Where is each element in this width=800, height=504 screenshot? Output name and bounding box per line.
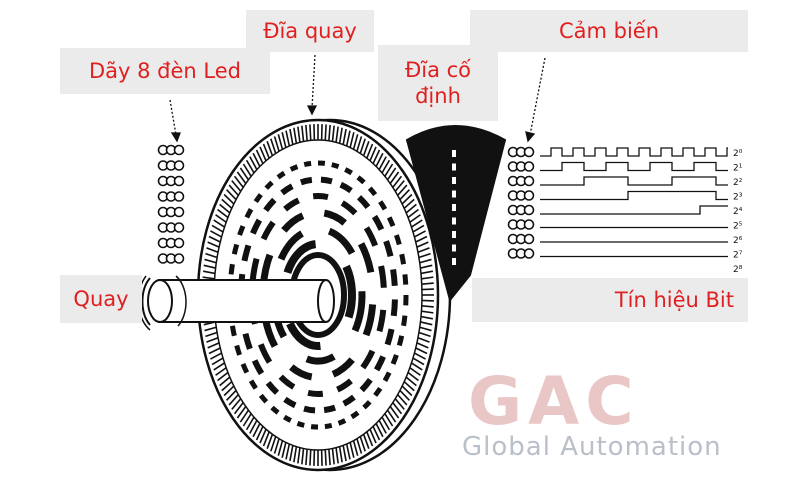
label-led-row: Dãy 8 đèn Led: [60, 48, 270, 94]
led: [159, 192, 184, 201]
led: [159, 208, 184, 217]
bit-labels: 2⁰ 2¹ 2² 2³ 2⁴ 2⁵ 2⁶ 2⁷ 2⁸: [733, 149, 743, 275]
photo-sensor: [509, 162, 534, 171]
code-track-segment: [304, 163, 311, 164]
sensor-column: [509, 148, 534, 259]
label-rotating-disc: Đĩa quay: [246, 10, 374, 52]
code-track-segment: [232, 326, 234, 336]
code-track-segment: [297, 423, 304, 425]
code-track-segment: [240, 226, 243, 235]
code-track-segment: [388, 329, 392, 344]
gac-logo-text: GAC: [468, 372, 640, 432]
code-track-segment: [234, 244, 236, 254]
disc-tick: [325, 450, 326, 466]
code-track-segment: [396, 235, 399, 244]
bit-label: 2³: [733, 193, 743, 203]
fixed-slot: [452, 177, 456, 184]
code-track-segment: [345, 169, 351, 173]
bit-label: 2⁵: [733, 222, 743, 232]
code-track-segment: [332, 165, 339, 167]
code-track-segment: [244, 245, 248, 260]
led-column: [159, 146, 184, 264]
photo-sensor: [509, 220, 534, 229]
code-track-segment: [381, 266, 384, 288]
led: [159, 254, 184, 263]
photo-sensor: [509, 235, 534, 244]
code-track-segment: [253, 259, 257, 280]
led: [159, 239, 184, 248]
disc-tick: [325, 124, 326, 140]
code-track-segment: [404, 316, 405, 326]
watermark-name: Global Automation: [462, 432, 722, 462]
photo-sensor: [509, 177, 534, 186]
code-track-segment: [308, 393, 323, 394]
label-fixed-disc-line1: Đĩa cố: [405, 57, 471, 83]
disc-tick: [422, 306, 434, 307]
code-track-segment: [379, 310, 383, 331]
code-track-segment: [405, 274, 406, 284]
gac-watermark-logo: GAC: [468, 372, 728, 432]
bit-label: 2²: [733, 178, 743, 188]
bit-signal-waveforms: [540, 148, 728, 257]
label-rotate: Quay: [60, 275, 142, 323]
bit-waveform: [540, 192, 728, 200]
code-track-segment: [284, 417, 290, 421]
led: [159, 223, 184, 232]
label-fixed-disc-line2: định: [415, 83, 461, 109]
bit-waveform: [540, 177, 728, 185]
disc-tick: [310, 124, 311, 140]
led: [159, 177, 184, 186]
bit-label: 2¹: [733, 164, 743, 174]
code-track-segment: [231, 264, 232, 274]
photo-sensor: [509, 148, 534, 157]
bit-label: 2⁴: [733, 207, 743, 217]
bit-waveform: [540, 148, 728, 156]
code-track-segment: [325, 425, 332, 426]
code-track-segment: [304, 409, 315, 411]
photo-sensor: [509, 206, 534, 215]
bit-waveform: [540, 206, 728, 214]
code-track-segment: [393, 355, 396, 364]
fixed-slot: [452, 245, 456, 252]
bit-label: 2⁷: [733, 251, 743, 261]
bit-label: 2⁶: [733, 236, 743, 246]
bit-waveform: [540, 163, 728, 171]
led: [159, 161, 184, 170]
bit-label: 2⁸: [733, 265, 743, 275]
label-sensor: Cảm biến: [470, 10, 748, 52]
fixed-disc-slots: [452, 150, 456, 265]
photo-sensor: [509, 249, 534, 258]
code-track-segment: [339, 421, 346, 424]
led: [159, 146, 184, 155]
fixed-slot: [452, 231, 456, 238]
disc-tick: [422, 300, 434, 301]
fixed-slot: [452, 150, 456, 157]
fixed-slot: [452, 218, 456, 225]
shaft: [138, 276, 334, 330]
disc-tick: [310, 450, 311, 466]
code-track-segment: [324, 408, 335, 411]
code-track-segment: [291, 167, 298, 170]
code-track-segment: [402, 254, 404, 264]
code-track-segment: [321, 180, 332, 182]
label-bit-signal: Tín hiệu Bit: [472, 278, 748, 322]
fixed-slot: [452, 191, 456, 198]
code-track-segment: [399, 336, 401, 346]
fixed-slot: [452, 164, 456, 171]
code-track-segment: [301, 180, 312, 183]
disc-tick: [422, 283, 434, 284]
disc-tick: [422, 289, 434, 290]
fixed-slot: [452, 258, 456, 265]
code-track-segment: [393, 269, 395, 285]
fixed-slot: [452, 204, 456, 211]
photo-sensor: [509, 191, 534, 200]
label-fixed-disc: Đĩa cố định: [378, 45, 498, 121]
code-track-segment: [394, 299, 395, 316]
code-track-segment: [313, 196, 328, 197]
code-track-segment: [237, 346, 240, 355]
bit-label: 2⁰: [733, 149, 743, 159]
